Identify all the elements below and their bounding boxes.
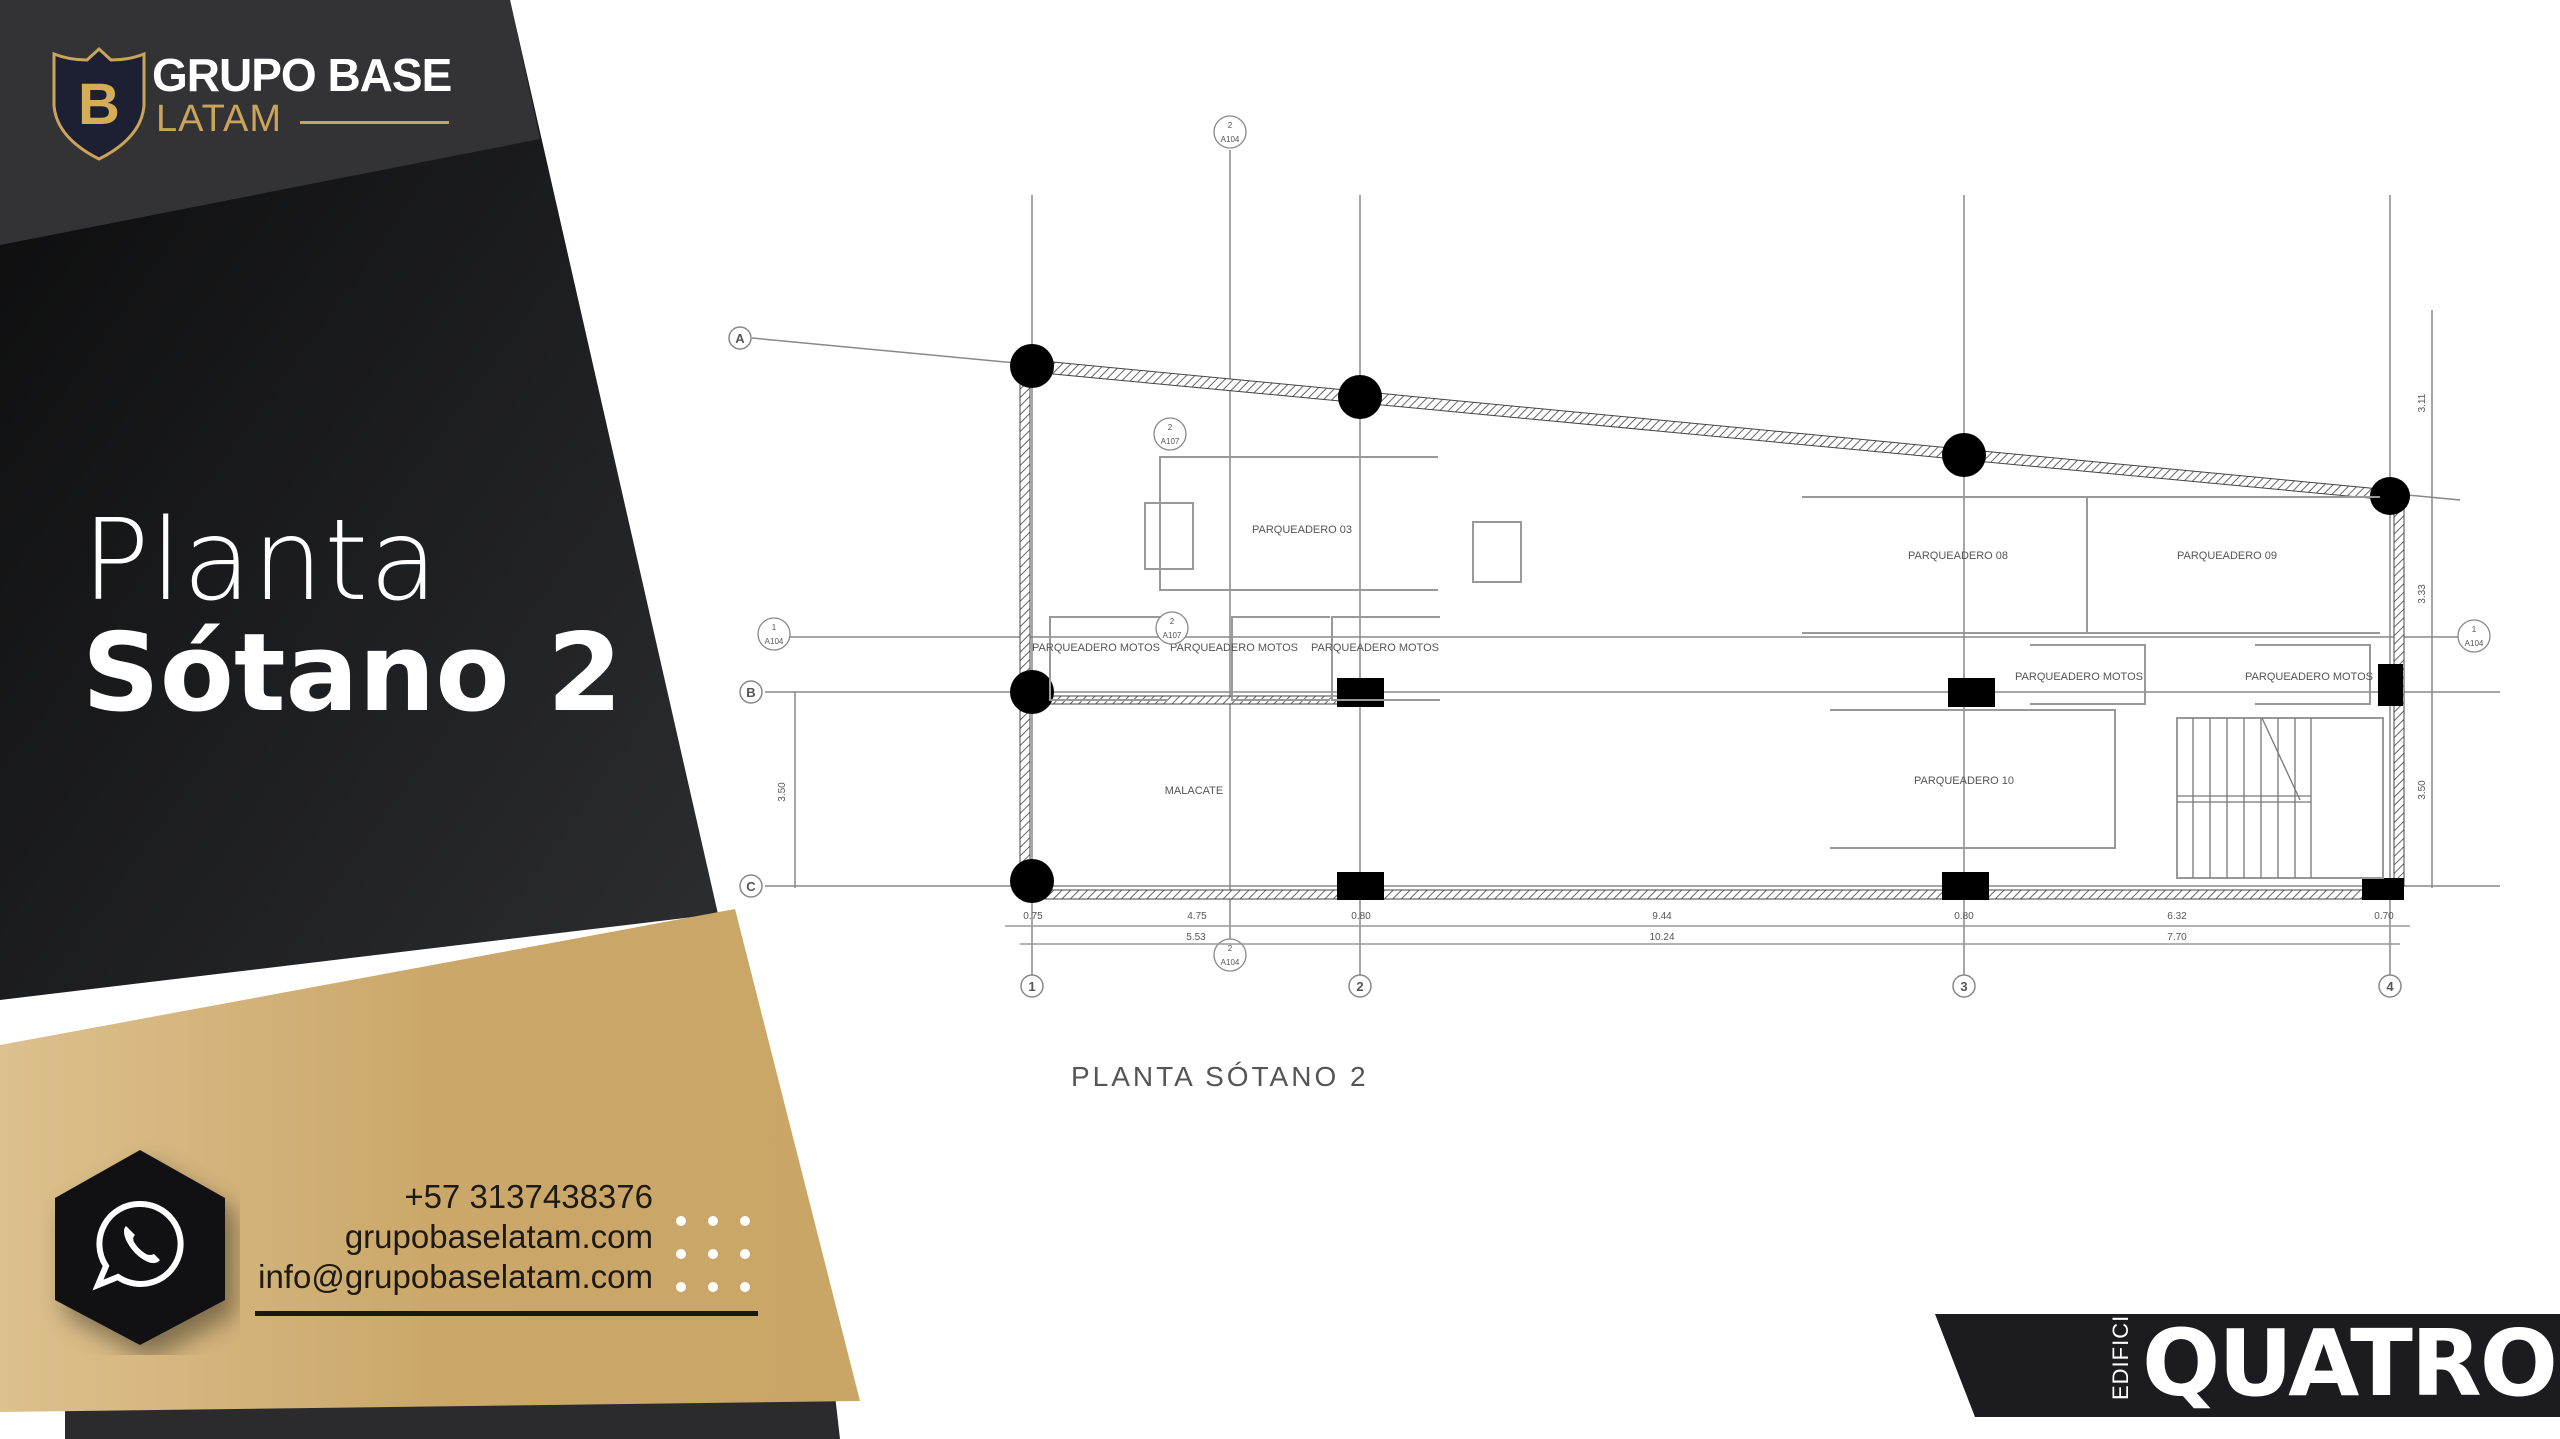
dark-panel <box>0 0 718 1000</box>
whatsapp-badge[interactable] <box>40 1140 240 1355</box>
svg-text:9.44: 9.44 <box>1652 911 1672 922</box>
svg-text:2: 2 <box>1170 617 1175 626</box>
svg-text:3.11: 3.11 <box>2417 393 2428 412</box>
room-label: MALACATE <box>1165 785 1223 797</box>
svg-text:0.80: 0.80 <box>1954 911 1974 922</box>
svg-text:B: B <box>78 72 120 137</box>
svg-text:3.50: 3.50 <box>2417 780 2428 800</box>
svg-text:A107: A107 <box>1161 437 1180 446</box>
plan-title: PLANTA SÓTANO 2 <box>1071 1061 1369 1092</box>
room-label: PARQUEADERO 10 <box>1914 775 2014 787</box>
whatsapp-icon <box>92 1200 184 1291</box>
svg-text:A104: A104 <box>2465 639 2484 648</box>
svg-text:1: 1 <box>772 623 777 632</box>
svg-text:4.75: 4.75 <box>1187 911 1207 922</box>
dimension-labels: 0.75 4.75 0.80 9.44 0.80 6.32 0.70 5.53 … <box>777 393 2428 943</box>
project-prefix: EDIFICIO <box>2108 1296 2133 1400</box>
contact-phone[interactable]: +57 3137438376 <box>404 1178 653 1215</box>
grid-col-label: 1 <box>1028 979 1035 994</box>
grid-row-label: A <box>735 331 745 346</box>
room-label: PARQUEADERO MOTOS <box>2015 671 2143 683</box>
grid-col-label: 3 <box>1960 979 1967 994</box>
grid-col-label: 2 <box>1356 979 1363 994</box>
svg-text:6.32: 6.32 <box>2167 911 2187 922</box>
svg-text:2: 2 <box>1228 944 1233 953</box>
shield-logo-icon: B <box>52 46 146 161</box>
room-label: PARQUEADERO 03 <box>1252 524 1352 536</box>
svg-text:5.53: 5.53 <box>1186 932 1206 943</box>
walls <box>1019 359 2405 900</box>
room-label: PARQUEADERO MOTOS <box>1170 642 1298 654</box>
room-label: PARQUEADERO MOTOS <box>1311 642 1439 654</box>
stairs <box>2177 717 2312 878</box>
project-name: QUATRO <box>2142 1310 2558 1417</box>
svg-text:A107: A107 <box>1163 631 1182 640</box>
grid-row-label: B <box>746 685 755 700</box>
brand-name: GRUPO BASE <box>152 49 452 101</box>
svg-text:10.24: 10.24 <box>1649 932 1674 943</box>
svg-text:A104: A104 <box>765 637 784 646</box>
grid-lines <box>751 150 2500 975</box>
brand-subname: LATAM <box>156 98 283 140</box>
room-label: PARQUEADERO MOTOS <box>1032 642 1160 654</box>
svg-text:2: 2 <box>1168 423 1173 432</box>
svg-text:A104: A104 <box>1221 958 1240 967</box>
page-title-line2: Sótano 2 <box>82 611 623 736</box>
dimension-lines <box>1005 925 2410 945</box>
svg-text:1: 1 <box>2472 625 2477 634</box>
decorative-dots <box>676 1216 750 1292</box>
svg-text:0.70: 0.70 <box>2374 911 2394 922</box>
grid-row-label: C <box>746 879 756 894</box>
page-title-line1: Planta <box>82 496 439 626</box>
contact-underline <box>255 1311 758 1316</box>
grid-bubbles <box>728 326 2402 998</box>
room-label: PARQUEADERO 09 <box>2177 550 2277 562</box>
room-labels: PARQUEADERO 03 PARQUEADERO 08 PARQUEADER… <box>1032 524 2373 797</box>
quatro-banner <box>1935 1314 2560 1417</box>
svg-text:3.50: 3.50 <box>777 782 788 802</box>
svg-text:0.80: 0.80 <box>1351 911 1371 922</box>
svg-text:3.33: 3.33 <box>2417 584 2428 604</box>
svg-text:7.70: 7.70 <box>2167 932 2187 943</box>
contact-email[interactable]: info@grupobaselatam.com <box>258 1258 653 1295</box>
logo-underline <box>300 121 449 124</box>
svg-text:2: 2 <box>1228 121 1233 130</box>
room-label: PARQUEADERO MOTOS <box>2245 671 2373 683</box>
columns <box>1010 344 2410 903</box>
contact-website[interactable]: grupobaselatam.com <box>344 1218 653 1255</box>
parking-outlines <box>1049 456 2384 879</box>
svg-text:A104: A104 <box>1221 135 1240 144</box>
section-markers <box>757 115 2491 972</box>
room-label: PARQUEADERO 08 <box>1908 550 2008 562</box>
svg-text:0.75: 0.75 <box>1023 911 1043 922</box>
grid-col-label: 4 <box>2386 979 2394 994</box>
